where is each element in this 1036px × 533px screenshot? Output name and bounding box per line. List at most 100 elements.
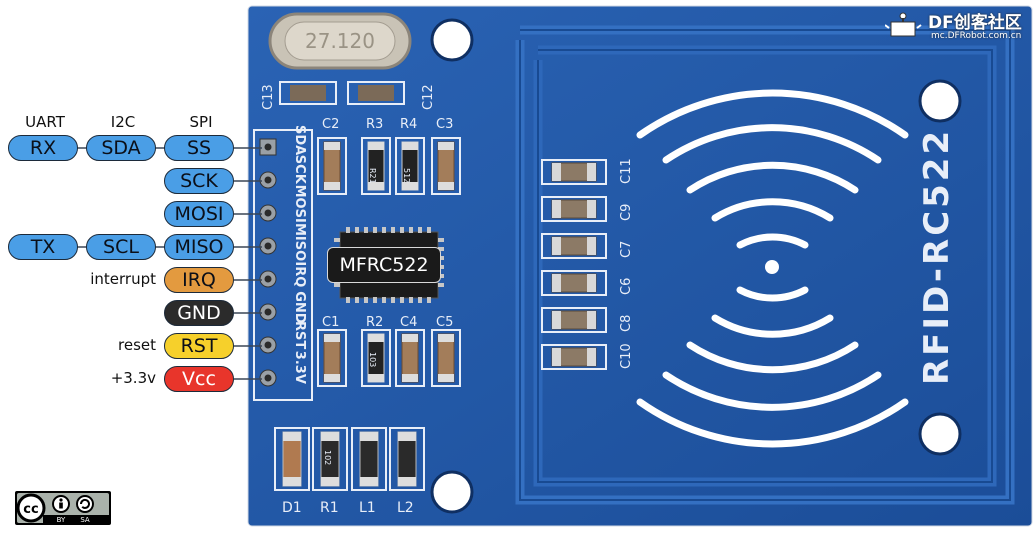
mounting-holes <box>430 18 962 514</box>
component-label: R1 <box>320 500 339 516</box>
cap-c10: C10 <box>541 343 634 370</box>
component-d1: D1 <box>274 427 310 516</box>
pin-ss: SS <box>164 135 234 161</box>
bottom-components: C1 R2 C4 C5 103 <box>317 315 461 387</box>
component-label: R2 <box>366 315 383 330</box>
rf-wave-icon <box>636 89 909 448</box>
pin-alt-rx: RX <box>8 135 78 161</box>
component-label: L1 <box>359 500 376 516</box>
cap-c8: C8 <box>541 307 634 333</box>
header-pin <box>259 336 277 354</box>
header-pin <box>259 270 277 288</box>
pin-miso: MISO <box>164 234 234 260</box>
pin-mosi: MOSI <box>164 201 234 227</box>
component-label: C4 <box>400 315 417 330</box>
cap-label: C10 <box>619 343 634 369</box>
component-l1: L1 <box>351 427 387 516</box>
pin-silk-label: MISO <box>292 223 307 261</box>
resistor-mark: R21 <box>368 168 377 184</box>
cap-c13-label: C13 <box>261 84 276 110</box>
by-label: BY <box>57 516 66 524</box>
component-label: L2 <box>397 500 414 516</box>
pin-alt-scl: SCL <box>86 234 156 260</box>
cc-icon <box>16 493 46 523</box>
component-c5: C5 <box>431 315 461 387</box>
component-label: C1 <box>322 315 339 330</box>
component-r3: R3 <box>361 117 391 195</box>
crystal-label: 27.120 <box>305 29 375 53</box>
resistor-mark: 512 <box>402 168 411 183</box>
component-r4: R4 <box>395 117 425 195</box>
pin-silk-label: SCK <box>292 155 307 185</box>
component-c3: C3 <box>431 117 461 195</box>
component-label: D1 <box>282 500 302 516</box>
pin-note: interrupt <box>90 270 156 288</box>
component-r2: R2 <box>361 315 391 387</box>
pin-sck: SCK <box>164 168 234 194</box>
component-c2: C2 <box>317 117 347 195</box>
header-pins <box>259 138 277 387</box>
header-pin <box>259 204 277 222</box>
board-name: RFID-RC522 <box>917 128 957 385</box>
pin-silk-label: MOSI <box>292 185 307 223</box>
logo-sub: mc.DFRobot.com.cn <box>931 31 1022 41</box>
sa-icon <box>76 495 94 513</box>
resistor-mark: 102 <box>323 450 332 465</box>
header-pin <box>259 303 277 321</box>
caps-top <box>279 81 405 105</box>
cap-c11: C11 <box>541 158 634 185</box>
component-label: C3 <box>436 117 453 132</box>
i2c-header: I2C <box>110 113 136 131</box>
sa-label: SA <box>80 516 90 524</box>
pin-gnd: GND <box>164 300 234 326</box>
cap-label: C7 <box>619 241 634 258</box>
cap-c9: C9 <box>541 196 634 222</box>
component-r1: R1 <box>312 427 348 516</box>
component-label: R3 <box>366 117 383 132</box>
resistor-mark: 103 <box>368 352 377 367</box>
dfrobot-logo <box>885 12 922 37</box>
component-l2: L2 <box>389 427 425 516</box>
pin-silk-label: SDA <box>292 125 307 155</box>
uart-header: UART <box>25 113 65 131</box>
header-pin <box>259 369 277 387</box>
chip-label: MFRC522 <box>327 247 441 283</box>
component-label: R4 <box>400 117 417 132</box>
cap-label: C6 <box>619 278 634 295</box>
pin-irq: IRQ <box>164 267 234 293</box>
component-label: C5 <box>436 315 453 330</box>
header-pin <box>259 237 277 255</box>
bottom-row-components: D1 R1 L1 L2 102 <box>274 427 425 516</box>
pin-silk-label: RST <box>292 321 307 349</box>
pin-note: +3.3v <box>110 369 156 387</box>
component-label: C2 <box>322 117 339 132</box>
cc-license-badge: cc BY SA <box>15 491 111 525</box>
component-c1: C1 <box>317 315 347 387</box>
rf-center-dot <box>765 260 779 274</box>
pin-silk-label: 3.3V <box>292 351 307 384</box>
header-pin <box>259 138 277 156</box>
logo-text: DF创客社区 <box>928 13 1022 33</box>
pin-vcc: Vcc <box>164 366 234 392</box>
pin-silk-label: IRQ <box>292 261 307 287</box>
cap-label: C11 <box>619 158 634 184</box>
pin-alt-tx: TX <box>8 234 78 260</box>
cap-c7: C7 <box>541 233 634 259</box>
cap-c6: C6 <box>541 270 634 296</box>
pin-header <box>253 129 313 401</box>
pin-silk-label: GND <box>292 291 307 324</box>
cap-c12-label: C12 <box>421 84 436 110</box>
pin-rst: RST <box>164 333 234 359</box>
spi-header: SPI <box>189 113 213 131</box>
cap-label: C8 <box>619 315 634 332</box>
pin-note: reset <box>118 336 156 354</box>
pin-alt-sda: SDA <box>86 135 156 161</box>
cap-label: C9 <box>619 204 634 221</box>
component-c4: C4 <box>395 315 425 387</box>
header-pin <box>259 171 277 189</box>
